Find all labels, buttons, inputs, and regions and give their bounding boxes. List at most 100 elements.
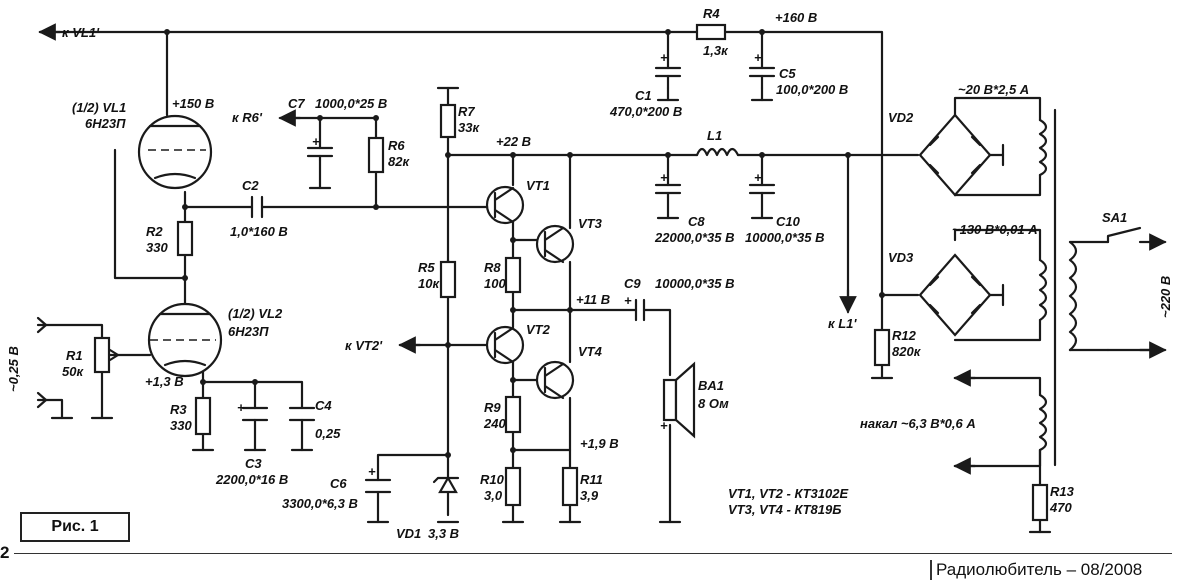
svg-text:C6: C6	[330, 476, 347, 491]
journal-footer: Радиолюбитель – 08/2008	[930, 560, 1142, 580]
resistor-r2	[176, 220, 194, 257]
svg-text:+11 В: +11 В	[576, 292, 610, 307]
svg-text:R11: R11	[580, 472, 603, 487]
svg-text:100,0*200 В: 100,0*200 В	[776, 82, 848, 97]
svg-text:C1: C1	[635, 88, 652, 103]
resistor-r8	[504, 256, 522, 294]
svg-text:1000,0*25 В: 1000,0*25 В	[315, 96, 387, 111]
svg-text:+: +	[624, 293, 632, 308]
svg-text:+: +	[660, 170, 668, 185]
capacitor-c10	[748, 183, 776, 195]
tube-vl1-name: (1/2) VL1	[72, 100, 126, 115]
svg-text:10000,0*35 В: 10000,0*35 В	[655, 276, 735, 291]
svg-text:+150 В: +150 В	[172, 96, 214, 111]
svg-text:22000,0*35 В: 22000,0*35 В	[654, 230, 735, 245]
svg-text:VT3: VT3	[578, 216, 603, 231]
svg-text:+: +	[312, 134, 320, 149]
svg-text:330: 330	[170, 418, 192, 433]
svg-text:C9: C9	[624, 276, 641, 291]
tube-vl2-name: (1/2) VL2	[228, 306, 283, 321]
svg-text:C2: C2	[242, 178, 259, 193]
svg-text:R12: R12	[892, 328, 917, 343]
net-arrows	[36, 23, 1167, 475]
capacitors	[241, 66, 776, 494]
zener-vd1	[432, 475, 460, 494]
mains-label: ~220 В	[1158, 276, 1173, 318]
ground-symbols	[50, 86, 1052, 534]
net-r6-label: к R6'	[232, 110, 263, 125]
svg-text:R10: R10	[480, 472, 505, 487]
svg-text:R7: R7	[458, 104, 475, 119]
resistor-r10	[504, 466, 522, 507]
svg-text:3,3 В: 3,3 В	[428, 526, 459, 541]
svg-text:C4: C4	[315, 398, 332, 413]
resistor-r3	[194, 396, 212, 436]
svg-text:R5: R5	[418, 260, 435, 275]
figure-label: Рис. 1	[20, 512, 130, 542]
svg-text:C10: C10	[776, 214, 801, 229]
net-l1-label: к L1'	[828, 316, 857, 331]
svg-text:SA1: SA1	[1102, 210, 1127, 225]
net-vl1-label: к VL1'	[62, 25, 100, 40]
resistor-r6	[367, 136, 385, 174]
transformer	[1038, 108, 1078, 467]
input-label: ~0,25 В	[6, 346, 21, 392]
svg-text:VD3: VD3	[888, 250, 914, 265]
svg-text:3,0: 3,0	[484, 488, 503, 503]
svg-text:82к: 82к	[388, 154, 410, 169]
winding-3-label: накал ~6,3 В*0,6 А	[860, 416, 976, 431]
inductor-l1	[695, 147, 740, 157]
svg-text:2200,0*16 В: 2200,0*16 В	[215, 472, 288, 487]
capacitor-c3	[241, 406, 269, 422]
svg-text:+: +	[754, 50, 762, 65]
svg-text:1,0*160 В: 1,0*160 В	[230, 224, 288, 239]
capacitor-c4	[288, 406, 316, 422]
capacitor-c7	[306, 146, 334, 158]
rectifier-vd3	[918, 253, 992, 337]
svg-text:VT3, VT4 - КТ819Б: VT3, VT4 - КТ819Б	[728, 502, 841, 517]
resistor-r9	[504, 395, 522, 434]
svg-text:VT4: VT4	[578, 344, 603, 359]
svg-text:+: +	[754, 170, 762, 185]
net-vt2-label: к VT2'	[345, 338, 383, 353]
svg-text:R3: R3	[170, 402, 187, 417]
svg-text:+: +	[368, 464, 376, 479]
capacitor-c6	[364, 478, 392, 494]
svg-text:330: 330	[146, 240, 168, 255]
svg-text:R4: R4	[703, 6, 720, 21]
resistor-r1	[93, 336, 111, 374]
svg-text:VT1, VT2 - КТ3102Е: VT1, VT2 - КТ3102Е	[728, 486, 848, 501]
svg-text:VD2: VD2	[888, 110, 914, 125]
svg-text:470,0*200 В: 470,0*200 В	[609, 104, 682, 119]
resistor-r4	[695, 23, 727, 41]
svg-text:VT1: VT1	[526, 178, 550, 193]
svg-text:+1,9 В: +1,9 В	[580, 436, 619, 451]
svg-text:240: 240	[483, 416, 506, 431]
svg-text:10к: 10к	[418, 276, 440, 291]
svg-text:C8: C8	[688, 214, 705, 229]
svg-text:VD1: VD1	[396, 526, 421, 541]
tube-vl1	[137, 114, 213, 190]
capacitor-c5	[748, 66, 776, 78]
speaker-ba1	[662, 361, 696, 439]
svg-text:820к: 820к	[892, 344, 922, 359]
svg-text:50к: 50к	[62, 364, 84, 379]
junction-dots	[164, 29, 885, 458]
svg-text:100: 100	[484, 276, 506, 291]
svg-text:+22 В: +22 В	[496, 134, 531, 149]
tube-vl2-type: 6Н23П	[228, 324, 269, 339]
svg-text:L1: L1	[707, 128, 722, 143]
svg-text:C7: C7	[288, 96, 305, 111]
net-160-label: +160 В	[775, 10, 817, 25]
resistor-r13	[1031, 483, 1049, 522]
svg-text:C3: C3	[245, 456, 262, 471]
resistor-r7	[439, 103, 457, 139]
svg-text:VT2: VT2	[526, 322, 551, 337]
svg-text:BA1: BA1	[698, 378, 724, 393]
resistors	[93, 23, 1049, 522]
svg-text:3,9: 3,9	[580, 488, 599, 503]
svg-text:10000,0*35 В: 10000,0*35 В	[745, 230, 825, 245]
svg-text:R6: R6	[388, 138, 405, 153]
footer-rule	[14, 553, 1172, 554]
